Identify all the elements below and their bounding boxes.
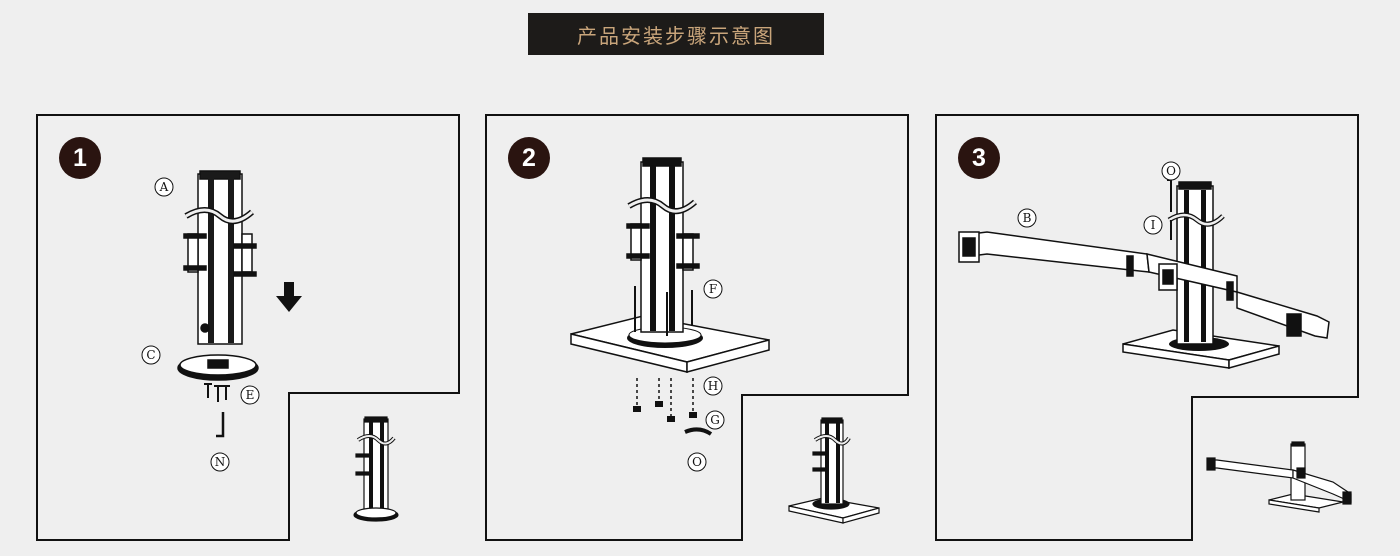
step-badge-3: 3 — [958, 137, 1000, 179]
part-label-e: E — [240, 385, 260, 405]
part-label-o: O — [687, 452, 707, 472]
pole-part-a — [183, 170, 257, 345]
svg-text:O: O — [1166, 164, 1176, 178]
svg-text:E: E — [246, 388, 255, 402]
svg-text:C: C — [146, 348, 155, 362]
step-2-result-drawing — [788, 417, 880, 524]
part-label-c: C — [141, 345, 161, 365]
part-label-f: F — [703, 279, 723, 299]
step-panel-2: 2 — [485, 114, 909, 541]
svg-text:O: O — [692, 455, 702, 469]
part-label-h: H — [703, 376, 723, 396]
step-3-result-drawing — [1206, 441, 1352, 513]
step-1-result-drawing — [353, 416, 399, 522]
svg-text:B: B — [1023, 211, 1032, 225]
step-panel-1: 1 — [36, 114, 460, 541]
screws-part-e — [204, 383, 230, 402]
page-title-banner: 产品安装步骤示意图 — [528, 13, 824, 55]
allen-key-part-n — [216, 412, 225, 438]
step-badge-2: 2 — [508, 137, 550, 179]
pin-part-o — [1167, 179, 1172, 212]
svg-text:G: G — [710, 413, 720, 427]
svg-text:N: N — [215, 455, 226, 469]
svg-text:H: H — [708, 379, 718, 393]
pole — [626, 157, 700, 333]
part-label-g: G — [705, 410, 725, 430]
step-2-result-inset — [741, 394, 909, 541]
part-label-i: I — [1143, 215, 1163, 235]
part-label-n: N — [210, 452, 230, 472]
step-panel-3: 3 — [935, 114, 1359, 541]
step-1-diagram: A C E N — [141, 170, 302, 472]
step-badge-1: 1 — [59, 137, 101, 179]
step-3-diagram: O I B — [958, 161, 1330, 369]
bolts-part-f — [634, 286, 693, 336]
part-label-a: A — [154, 177, 174, 197]
crossbar-arm-part-b — [958, 231, 1330, 339]
part-label-b: B — [1017, 208, 1037, 228]
nuts-part-h — [636, 378, 694, 416]
step-3-result-inset — [1191, 396, 1359, 541]
washer-part-g — [684, 427, 713, 436]
down-arrow-icon — [276, 282, 302, 312]
svg-text:A: A — [159, 180, 169, 194]
step-1-result-inset — [288, 392, 460, 541]
svg-text:F: F — [709, 282, 717, 296]
step-2-diagram: F H G O — [570, 157, 770, 472]
svg-text:I: I — [1151, 218, 1156, 232]
part-label-o: O — [1161, 161, 1181, 181]
page-title: 产品安装步骤示意图 — [577, 23, 775, 48]
base-plate-part-c — [177, 354, 259, 381]
